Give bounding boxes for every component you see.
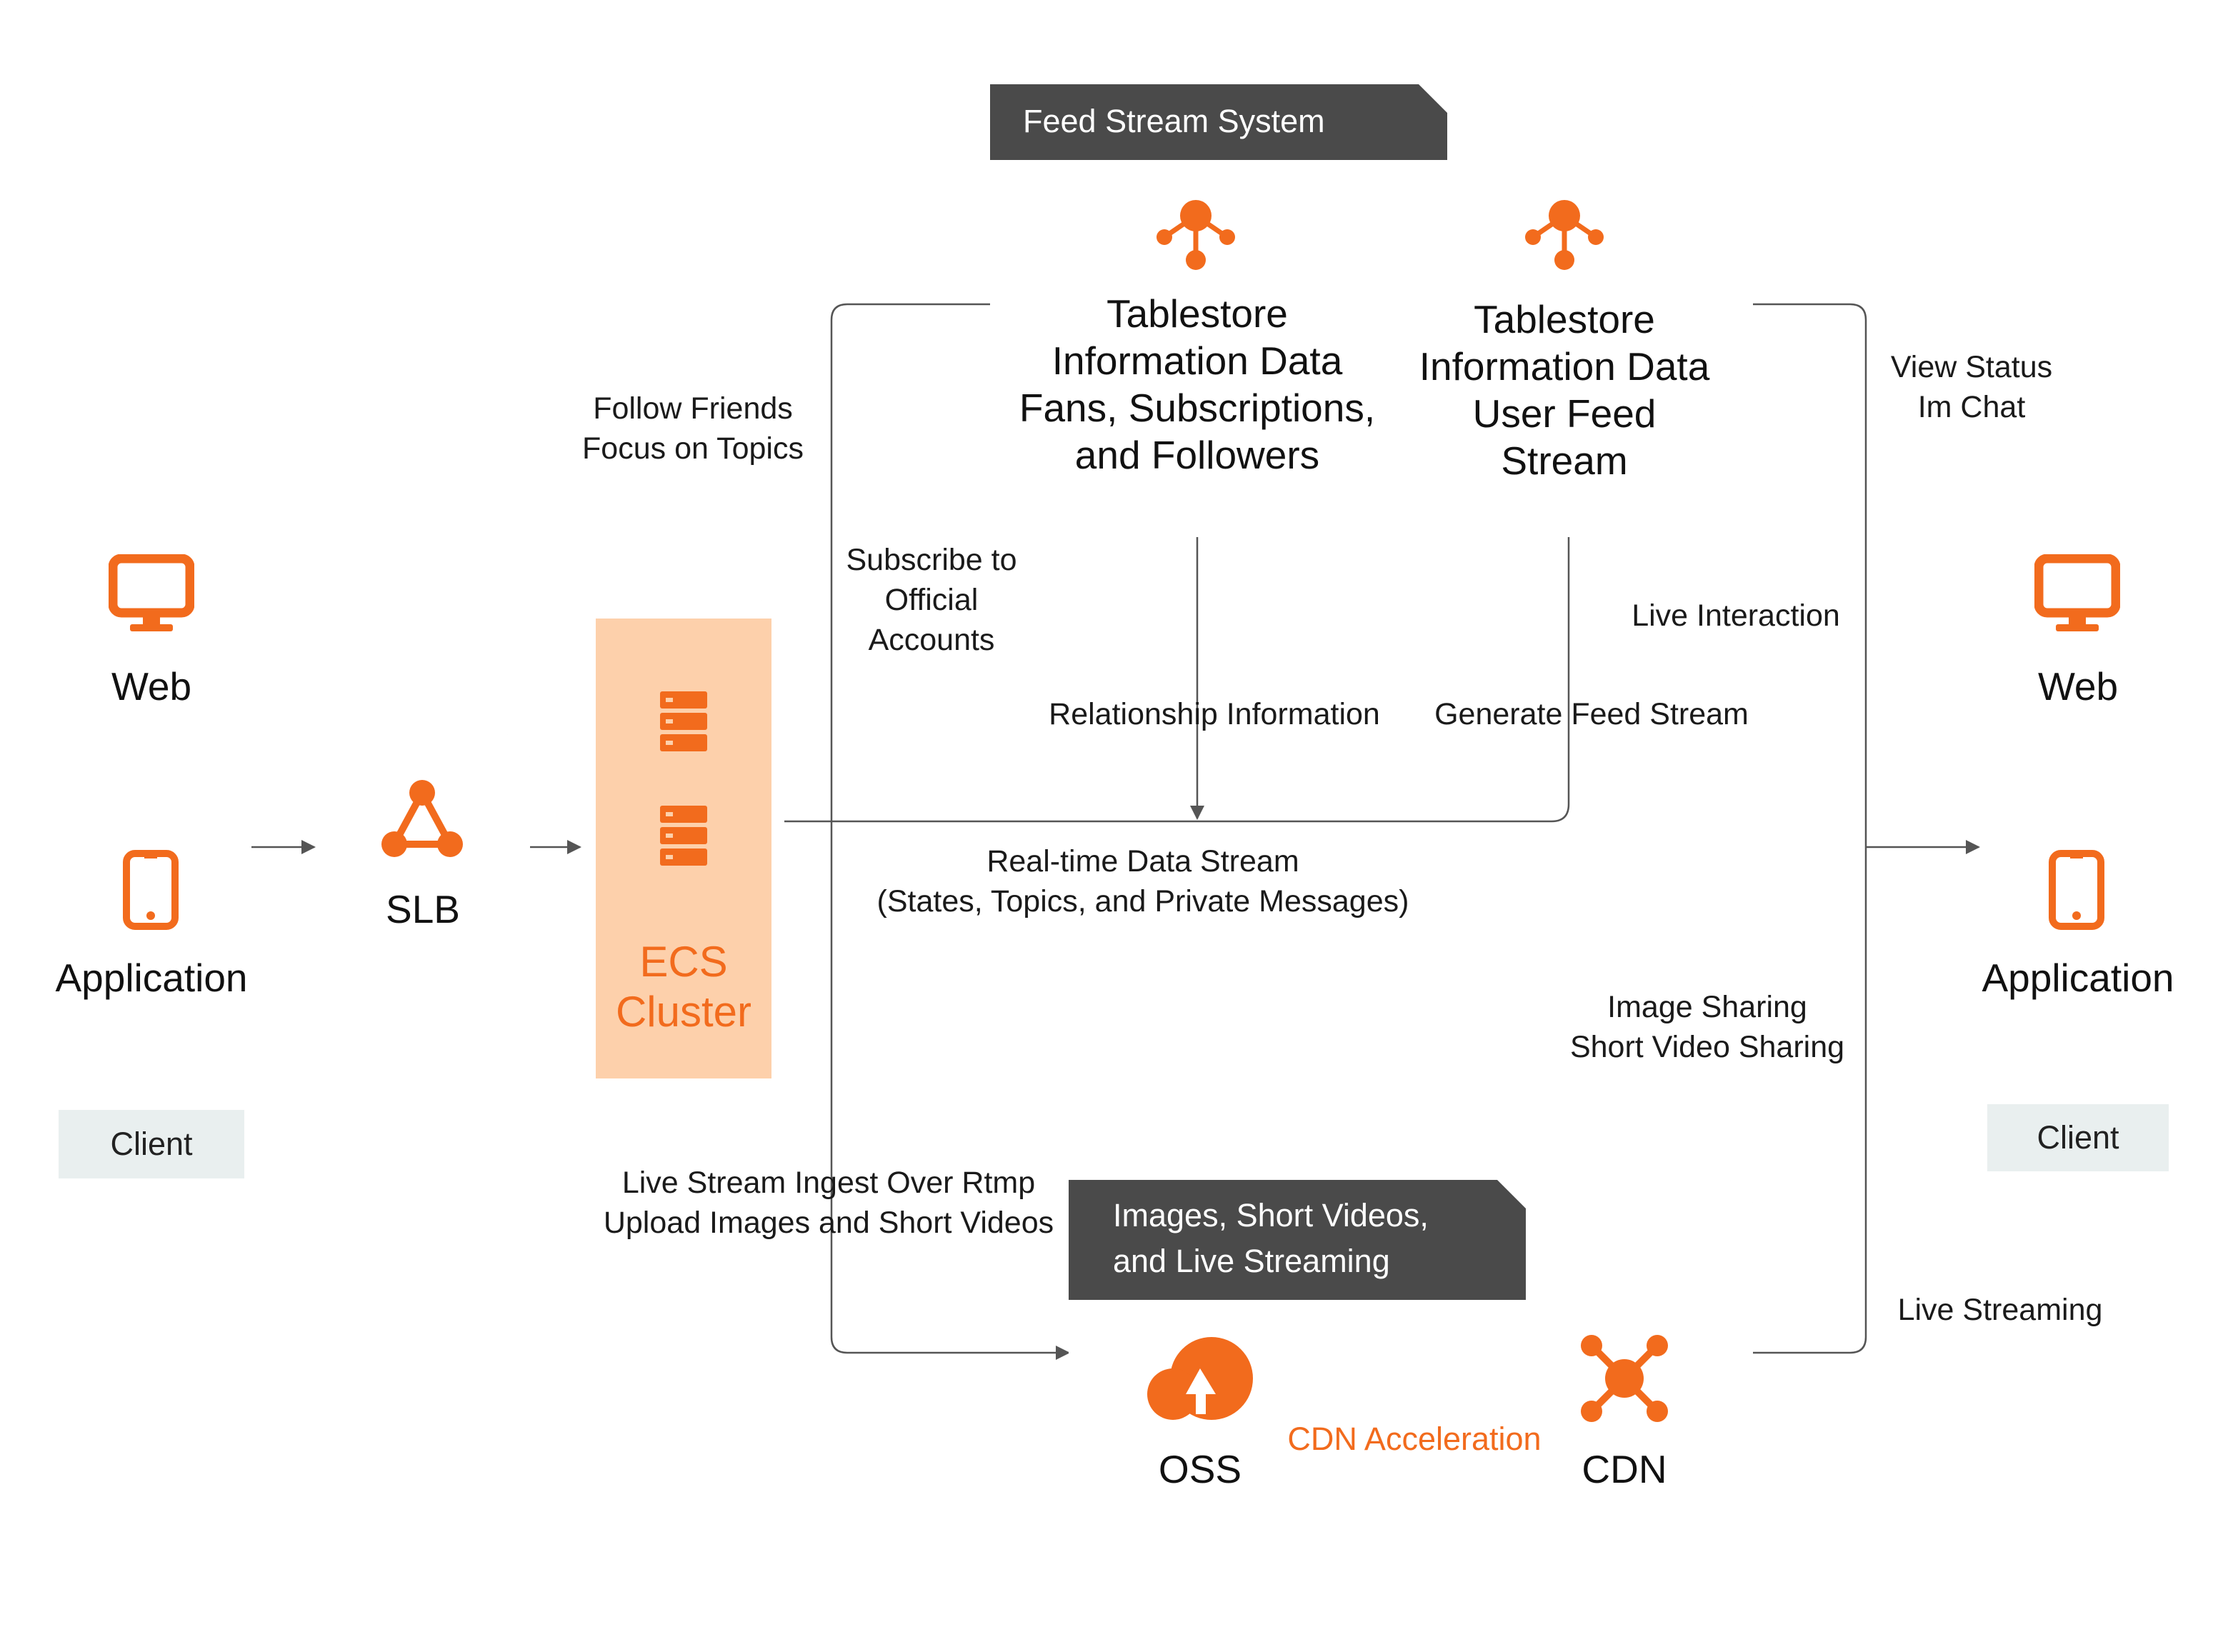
server-rack-icon (660, 806, 707, 866)
subscribe-label-2: Official (884, 583, 979, 617)
realtime-stream-label-2: (States, Topics, and Private Messages) (876, 884, 1409, 918)
phone-icon (2049, 850, 2104, 930)
client-right-tag: Client (1987, 1104, 2169, 1171)
phone-icon (123, 850, 179, 930)
client-right-application-label: Application (1982, 956, 2174, 1000)
monitor-icon (2034, 554, 2120, 631)
realtime-stream-line (784, 499, 1576, 823)
slb-label: SLB (386, 887, 460, 931)
tablestore2-line3: User Feed (1472, 391, 1657, 436)
client-right-panel (1980, 450, 2176, 1187)
live-interaction-label: Live Interaction (1632, 599, 1840, 633)
upload-label: Upload Images and Short Videos (603, 1206, 1054, 1240)
oss-cloud-icon (1147, 1337, 1253, 1420)
ecs-label-line1: ECS (639, 938, 728, 986)
client-left-web-label: Web (111, 664, 192, 709)
right-trunk-line (1753, 303, 1867, 1354)
tablestore-node-icon (1157, 200, 1235, 270)
cdn-acceleration-label: CDN Acceleration (1287, 1421, 1542, 1457)
live-ingest-label: Live Stream Ingest Over Rtmp (621, 1166, 1036, 1200)
focus-topics-label: Focus on Topics (582, 431, 804, 466)
im-chat-label: Im Chat (1917, 390, 2026, 424)
client-left-tag: Client (59, 1110, 244, 1178)
tablestore2-line4: Stream (1501, 439, 1628, 483)
monitor-icon (109, 554, 194, 631)
server-rack-icon (660, 691, 707, 751)
short-video-sharing-label: Short Video Sharing (1569, 1030, 1845, 1064)
tablestore1-line2: Information Data (1051, 339, 1343, 383)
client-left-panel (51, 450, 251, 1187)
tablestore2-line1: Tablestore (1474, 297, 1655, 341)
media-system-title-line2: and Live Streaming (1113, 1243, 1390, 1279)
cdn-label: CDN (1582, 1447, 1667, 1491)
live-streaming-label: Live Streaming (1897, 1293, 2103, 1327)
view-status-label: View Status (1890, 350, 2053, 384)
subscribe-label-1: Subscribe to (846, 543, 1017, 577)
left-trunk-line (830, 303, 1070, 1360)
oss-label: OSS (1158, 1447, 1242, 1491)
tablestore-node-icon (1525, 200, 1604, 270)
relationship-information-label: Relationship Information (1049, 697, 1380, 731)
generate-feed-stream-label: Generate Feed Stream (1434, 697, 1749, 731)
feed-stream-system-header: Feed Stream System (990, 84, 1447, 160)
tablestore1-line4: and Followers (1074, 433, 1320, 477)
tablestore1-line1: Tablestore (1106, 291, 1288, 336)
subscribe-label-3: Accounts (868, 623, 995, 657)
follow-friends-label: Follow Friends (593, 391, 793, 426)
tablestore2-line2: Information Data (1419, 344, 1710, 389)
cdn-network-icon (1581, 1335, 1668, 1422)
tablestore1-line3: Fans, Subscriptions, (1019, 386, 1376, 430)
media-system-title-line1: Images, Short Videos, (1113, 1197, 1429, 1233)
feed-stream-system-title: Feed Stream System (1023, 103, 1325, 139)
client-right-web-label: Web (2037, 664, 2119, 709)
realtime-stream-label-1: Real-time Data Stream (986, 844, 1299, 878)
slb-triangle-icon (381, 780, 463, 857)
ecs-label-line2: Cluster (615, 988, 752, 1036)
image-sharing-label: Image Sharing (1607, 990, 1807, 1024)
client-left-application-label: Application (55, 956, 248, 1000)
media-system-header: Images, Short Videos, and Live Streaming (1069, 1180, 1526, 1300)
